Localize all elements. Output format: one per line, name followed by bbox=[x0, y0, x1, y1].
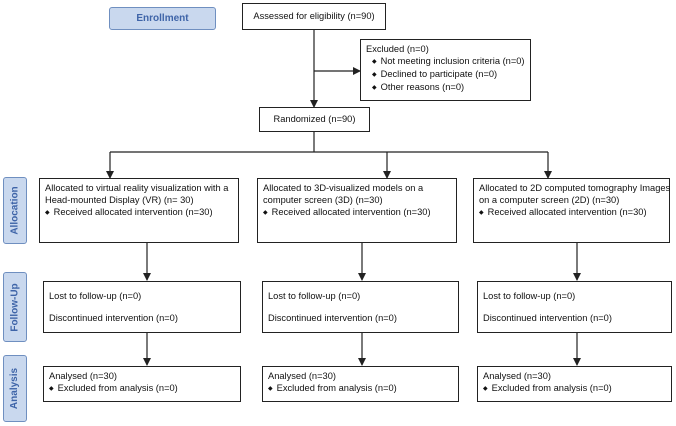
allocation-line: computer screen (3D) (n=30) bbox=[263, 195, 383, 205]
excluded-title: Excluded (n=0) bbox=[366, 44, 429, 54]
stage-enrollment-label: Enrollment bbox=[136, 13, 189, 24]
stage-analysis-label: Analysis bbox=[9, 367, 21, 410]
follow-up-box-vr: Lost to follow-up (n=0) Discontinued int… bbox=[43, 281, 241, 333]
lost-to-follow-up: Lost to follow-up (n=0) bbox=[483, 291, 576, 301]
analysis-box-2d: Analysed (n=30) Excluded from analysis (… bbox=[477, 366, 672, 402]
analysed-count: Analysed (n=30) bbox=[49, 371, 117, 381]
assessed-box: Assessed for eligibility (n=90) bbox=[242, 3, 386, 30]
allocation-line: Allocated to virtual reality visualizati… bbox=[45, 183, 229, 193]
allocation-line: on a computer screen (2D) (n=30) bbox=[479, 195, 620, 205]
excluded-from-analysis: Excluded from analysis (n=0) bbox=[49, 382, 235, 395]
assessed-text: Assessed for eligibility (n=90) bbox=[253, 11, 375, 21]
allocation-line: Head-mounted Display (VR) (n= 30) bbox=[45, 195, 194, 205]
follow-up-box-3d: Lost to follow-up (n=0) Discontinued int… bbox=[262, 281, 459, 333]
excluded-box: Excluded (n=0) Not meeting inclusion cri… bbox=[360, 39, 531, 101]
randomized-text: Randomized (n=90) bbox=[273, 114, 356, 124]
stage-analysis: Analysis bbox=[3, 355, 27, 422]
analysis-box-vr: Analysed (n=30) Excluded from analysis (… bbox=[43, 366, 241, 402]
received-intervention: Received allocated intervention (n=30) bbox=[263, 206, 451, 219]
stage-follow-up-label: Follow-Up bbox=[9, 282, 21, 332]
analysed-count: Analysed (n=30) bbox=[483, 371, 551, 381]
randomized-box: Randomized (n=90) bbox=[259, 107, 370, 132]
allocation-line: Allocated to 3D-visualized models on a bbox=[263, 183, 424, 193]
stage-allocation-label: Allocation bbox=[9, 186, 21, 235]
discontinued-intervention: Discontinued intervention (n=0) bbox=[483, 313, 612, 323]
received-intervention: Received allocated intervention (n=30) bbox=[479, 206, 664, 219]
allocation-box-3d: Allocated to 3D-visualized models on a c… bbox=[257, 178, 457, 243]
lost-to-follow-up: Lost to follow-up (n=0) bbox=[268, 291, 361, 301]
excluded-reason-item: Not meeting inclusion criteria (n=0) bbox=[366, 55, 525, 68]
follow-up-box-2d: Lost to follow-up (n=0) Discontinued int… bbox=[477, 281, 672, 333]
excluded-from-analysis: Excluded from analysis (n=0) bbox=[268, 382, 453, 395]
analysed-count: Analysed (n=30) bbox=[268, 371, 336, 381]
excluded-reason-item: Declined to participate (n=0) bbox=[366, 68, 525, 81]
excluded-reason-item: Other reasons (n=0) bbox=[366, 81, 525, 94]
stage-allocation: Allocation bbox=[3, 177, 27, 244]
allocation-line: Allocated to 2D computed tomography Imag… bbox=[479, 183, 671, 193]
discontinued-intervention: Discontinued intervention (n=0) bbox=[268, 313, 397, 323]
allocation-box-2d: Allocated to 2D computed tomography Imag… bbox=[473, 178, 670, 243]
lost-to-follow-up: Lost to follow-up (n=0) bbox=[49, 291, 142, 301]
stage-follow-up: Follow-Up bbox=[3, 272, 27, 342]
discontinued-intervention: Discontinued intervention (n=0) bbox=[49, 313, 178, 323]
stage-enrollment: Enrollment bbox=[109, 7, 216, 30]
allocation-box-vr: Allocated to virtual reality visualizati… bbox=[39, 178, 239, 243]
received-intervention: Received allocated intervention (n=30) bbox=[45, 206, 233, 219]
analysis-box-3d: Analysed (n=30) Excluded from analysis (… bbox=[262, 366, 459, 402]
excluded-from-analysis: Excluded from analysis (n=0) bbox=[483, 382, 666, 395]
